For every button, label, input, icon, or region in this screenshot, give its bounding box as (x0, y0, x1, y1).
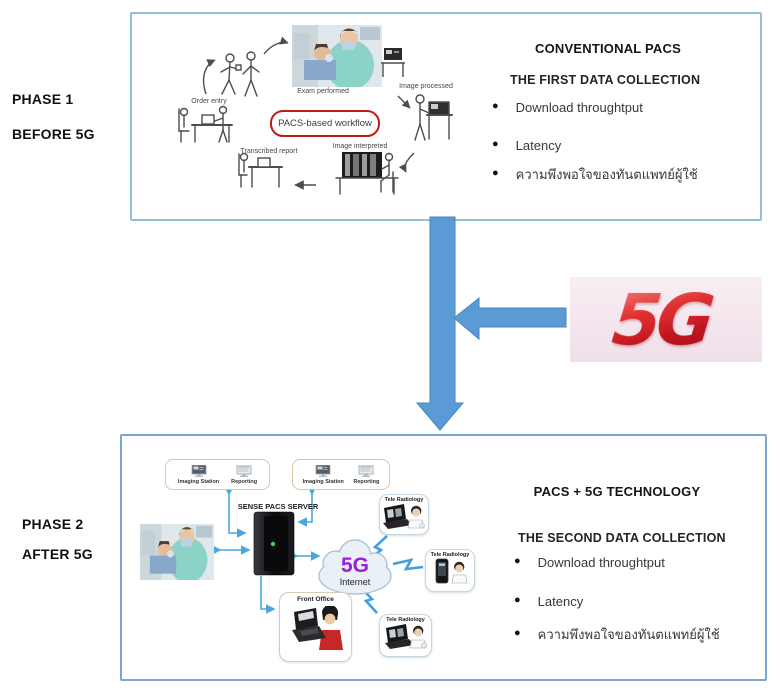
bullet-dot-icon: ● (492, 167, 499, 179)
arrow-patient-to-exam (263, 36, 289, 55)
tele-radiology-box-3: Tele Radiology (379, 614, 432, 657)
front-office-label: Front Office (297, 596, 334, 603)
bullet-dot-icon: ● (492, 138, 499, 150)
front-office-box: Front Office (279, 592, 352, 662)
bullet-dot-icon: ● (514, 627, 521, 639)
tele-phone-doctor-icon (428, 558, 472, 584)
tele-radiology-label: Tele Radiology (384, 497, 424, 503)
transcribed-report-desk-icon (238, 152, 283, 188)
exam-performed-label: Exam performed (297, 88, 349, 95)
conventional-pacs-title: CONVENTIONAL PACS (535, 41, 681, 56)
image-processed-label: Image processed (399, 83, 453, 90)
bullet-download-text: Download throughtput (515, 100, 643, 115)
pacs-server-icon (253, 511, 295, 576)
phase1-panel: Order entry Exam performed Image process… (130, 12, 762, 221)
cloud-internet-label: Internet (340, 577, 371, 587)
network-arrows (212, 486, 321, 614)
imaging-station-label: Imaging Station (302, 478, 344, 485)
arrow-to-image-processed (397, 95, 411, 109)
pacs-workflow-illustration (178, 25, 453, 195)
image-interpreted-scene-icon (335, 152, 399, 195)
first-data-collection-subtitle: THE FIRST DATA COLLECTION (510, 73, 701, 87)
tele-radiology-label: Tele Radiology (386, 617, 425, 623)
imaging-station-item: Imaging Station (178, 465, 219, 485)
bullet-download: ● Download throughtput (514, 555, 665, 571)
pacs-server-label: SENSE PACS SERVER (237, 502, 319, 511)
tele-radiology-box-2: Tele Radiology (425, 549, 475, 592)
pacs-5g-technology-title: PACS + 5G TECHNOLOGY (533, 484, 701, 499)
image-interpreted-label: Image interpreted (332, 143, 388, 150)
bullet-latency-text: Latency (515, 138, 562, 153)
image-processed-figure-icon (414, 94, 453, 141)
front-office-scene-icon (286, 606, 346, 650)
phase2-sublabel: AFTER 5G (22, 546, 93, 562)
transcribed-report-label: Transcribed report (240, 148, 298, 155)
second-data-collection-subtitle: THE SECOND DATA COLLECTION (518, 531, 726, 545)
tele-radiology-label: Tele Radiology (430, 552, 470, 558)
reporting-monitor-icon (236, 465, 252, 478)
imaging-station-label: Imaging Station (177, 478, 220, 485)
order-entry-desk-icon (178, 105, 233, 143)
5g-logo-panel: 5G (570, 277, 762, 362)
image-processed-monitor-icon (381, 48, 405, 77)
exam-photo (292, 25, 382, 87)
5g-logo: 5G (609, 279, 723, 361)
tele-laptop-doctor-icon (382, 503, 426, 529)
phase2-label: PHASE 2 (22, 516, 84, 532)
reporting-item: Reporting (353, 465, 379, 485)
bullet-dot-icon: ● (514, 594, 521, 606)
imaging-monitor-icon (191, 465, 207, 478)
phase1-label: PHASE 1 (12, 91, 74, 107)
bullet-download-text: Download throughtput (537, 555, 665, 570)
phase1-sublabel: BEFORE 5G (12, 126, 95, 142)
imaging-station-box-2: Imaging Station Reporting (292, 459, 390, 490)
left-arrow-from-5g (452, 296, 568, 342)
down-arrow (405, 216, 475, 434)
bullet-dot-icon: ● (492, 100, 499, 112)
imaging-station-box-1: Imaging Station Reporting (165, 459, 270, 490)
arrow-to-image-interpreted (398, 152, 415, 173)
bullet-satisfaction: ● ความพึงพอใจของทันตแพทย์ผู้ใช้ (514, 627, 720, 643)
bullet-satisfaction-text: ความพึงพอใจของทันตแพทย์ผู้ใช้ (537, 627, 720, 642)
tele-radiology-box-1: Tele Radiology (379, 494, 429, 535)
arrow-orderentry-to-patient (202, 59, 216, 95)
reporting-label: Reporting (353, 478, 380, 485)
bullet-latency: ● Latency (514, 594, 583, 610)
reporting-monitor-icon (358, 465, 374, 478)
5g-internet-cloud: 5G Internet (318, 539, 392, 595)
reporting-item: Reporting (231, 465, 257, 485)
imaging-monitor-icon (315, 465, 331, 478)
bullet-latency-text: Latency (537, 594, 584, 609)
bullet-dot-icon: ● (514, 555, 521, 567)
imaging-station-item: Imaging Station (303, 465, 344, 485)
bullet-satisfaction: ● ความพึงพอใจของทันตแพทย์ผู้ใช้ (492, 167, 698, 183)
pacs-workflow-pill-label: PACS-based workflow (278, 118, 372, 129)
walking-figures-icon (220, 51, 260, 97)
bullet-satisfaction-text: ความพึงพอใจของทันตแพทย์ผู้ใช้ (515, 167, 698, 182)
order-entry-label: Order entry (191, 98, 227, 105)
pacs-5g-network-illustration: 5G Internet (140, 486, 424, 614)
bullet-download: ● Download throughtput (492, 100, 643, 116)
bullet-latency: ● Latency (492, 138, 561, 154)
exam-photo (140, 524, 214, 580)
phase2-panel: 5G Internet Imaging Station Reporting Im… (120, 434, 767, 681)
pacs-workflow-pill: PACS-based workflow (270, 110, 380, 137)
reporting-label: Reporting (231, 478, 258, 485)
cloud-5g-label: 5G (341, 554, 369, 577)
tele-laptop-doctor-icon (384, 623, 428, 649)
